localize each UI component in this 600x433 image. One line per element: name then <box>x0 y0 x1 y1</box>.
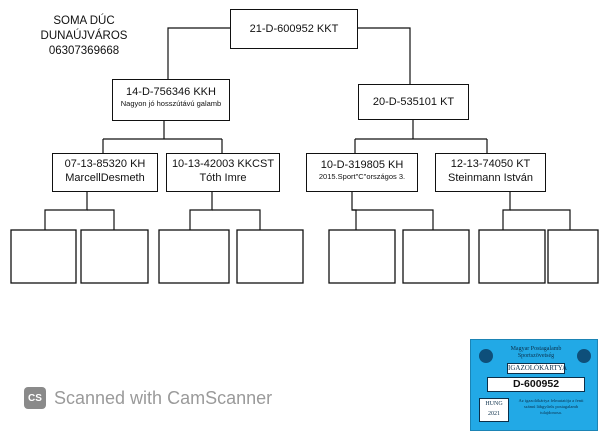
dam-dam-ring: 12-13-74050 KT <box>450 158 531 170</box>
empty-box-1 <box>10 229 77 284</box>
owner-city: DUNAÚJVÁROS <box>40 30 128 42</box>
sire-box: 14-D-756346 KKH Nagyon jó hosszútávú gal… <box>112 79 230 121</box>
empty-box-2 <box>80 229 149 284</box>
empty-box-8 <box>547 229 599 284</box>
sire-dam-breeder: Tóth Imre <box>199 172 247 184</box>
dam-sire-note: 2015.Sport"C"országos 3. <box>318 172 406 181</box>
dam-dam-breeder: Steinmann István <box>448 172 533 184</box>
empty-box-7 <box>478 229 546 284</box>
sire-ring: 14-D-756346 KKH <box>126 86 216 98</box>
sire-dam-ring: 10-13-42003 KKCST <box>171 158 275 170</box>
empty-ancestor-boxes <box>10 229 599 284</box>
dam-ring: 20-D-535101 KT <box>372 96 455 108</box>
subject-box: 21-D-600952 KKT <box>230 9 358 49</box>
camscanner-logo-icon: CS <box>24 387 46 409</box>
card-notice: Az igazolókártya felmutatója a fenti szá… <box>518 398 584 415</box>
pigeon-emblem-icon <box>577 349 591 363</box>
camscanner-text: Scanned with CamScanner <box>54 387 273 408</box>
camscanner-watermark: CS Scanned with CamScanner <box>24 387 272 409</box>
sire-dam-box: 10-13-42003 KKCST Tóth Imre <box>166 153 280 192</box>
sire-sire-box: 07-13-85320 KH MarcellDesmeth <box>52 153 158 192</box>
sire-note: Nagyon jó hosszútávú galamb <box>120 99 222 108</box>
card-org-line2: Sportszövetség <box>517 353 555 359</box>
owner-name: SOMA DÚC <box>53 15 115 27</box>
owner-phone: 06307369668 <box>48 45 120 57</box>
empty-box-4 <box>236 229 304 284</box>
dam-sire-ring: 10-D-319805 KH <box>320 159 404 171</box>
empty-box-3 <box>158 229 230 284</box>
card-organization: Magyar Postagalamb Sportszövetség <box>499 346 573 360</box>
sire-sire-ring: 07-13-85320 KH <box>64 158 146 170</box>
card-title: IGAZOLÓKÁRTYA <box>507 363 568 374</box>
card-country: HUNG <box>485 401 503 407</box>
card-ring-number: D-600952 <box>487 377 585 392</box>
card-org-line1: Magyar Postagalamb <box>510 346 562 352</box>
card-year: 2021 <box>488 411 500 417</box>
empty-box-5 <box>328 229 396 284</box>
dam-sire-box: 10-D-319805 KH 2015.Sport"C"országos 3. <box>306 153 418 192</box>
subject-ring: 21-D-600952 KKT <box>249 23 339 35</box>
empty-box-6 <box>402 229 470 284</box>
dam-box: 20-D-535101 KT <box>358 84 469 120</box>
identity-card: Magyar Postagalamb Sportszövetség IGAZOL… <box>470 339 598 431</box>
owner-info: SOMA DÚC DUNAÚJVÁROS 06307369668 <box>30 14 138 59</box>
card-country-year: HUNG 2021 <box>479 398 509 422</box>
sire-sire-breeder: MarcellDesmeth <box>65 172 145 184</box>
dam-dam-box: 12-13-74050 KT Steinmann István <box>435 153 546 192</box>
federation-emblem-icon <box>479 349 493 363</box>
